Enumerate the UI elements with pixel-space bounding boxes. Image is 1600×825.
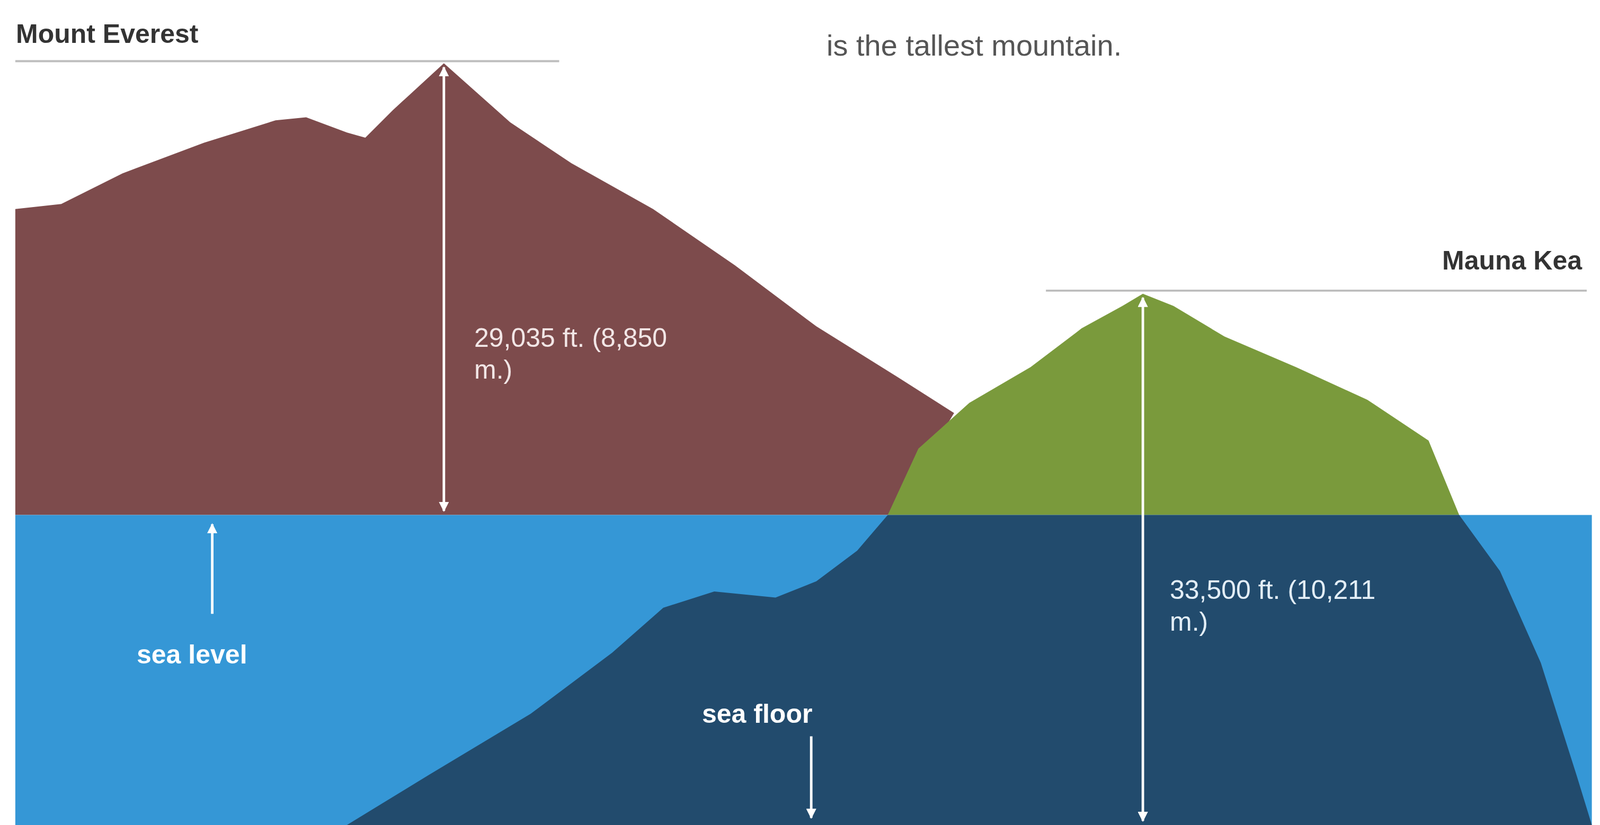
everest-shape xyxy=(15,63,955,515)
height-dimension: 29,035 ft. (8,850 m.) xyxy=(474,322,676,386)
everest-top-line xyxy=(15,60,560,63)
everest-height-arrow xyxy=(442,67,446,512)
mountain-name: Mount Everest xyxy=(15,18,199,50)
sea-level-label: sea level xyxy=(136,638,248,671)
heading-text: is the tallest mountain. xyxy=(826,27,1122,64)
mauna-kea-top-line xyxy=(1045,289,1587,292)
mauna-kea-height-arrow xyxy=(1141,297,1145,822)
sea-floor-arrow xyxy=(810,736,813,819)
sea xyxy=(15,515,1593,825)
underwater-mountain xyxy=(347,515,1593,825)
mountain-name: Mauna Kea xyxy=(1442,244,1582,277)
mauna-kea-shape xyxy=(887,294,1460,516)
sea-level-arrow xyxy=(210,524,214,615)
height-dimension: 33,500 ft. (10,211 m.) xyxy=(1169,574,1382,638)
sea-floor-label: sea floor xyxy=(701,698,813,731)
